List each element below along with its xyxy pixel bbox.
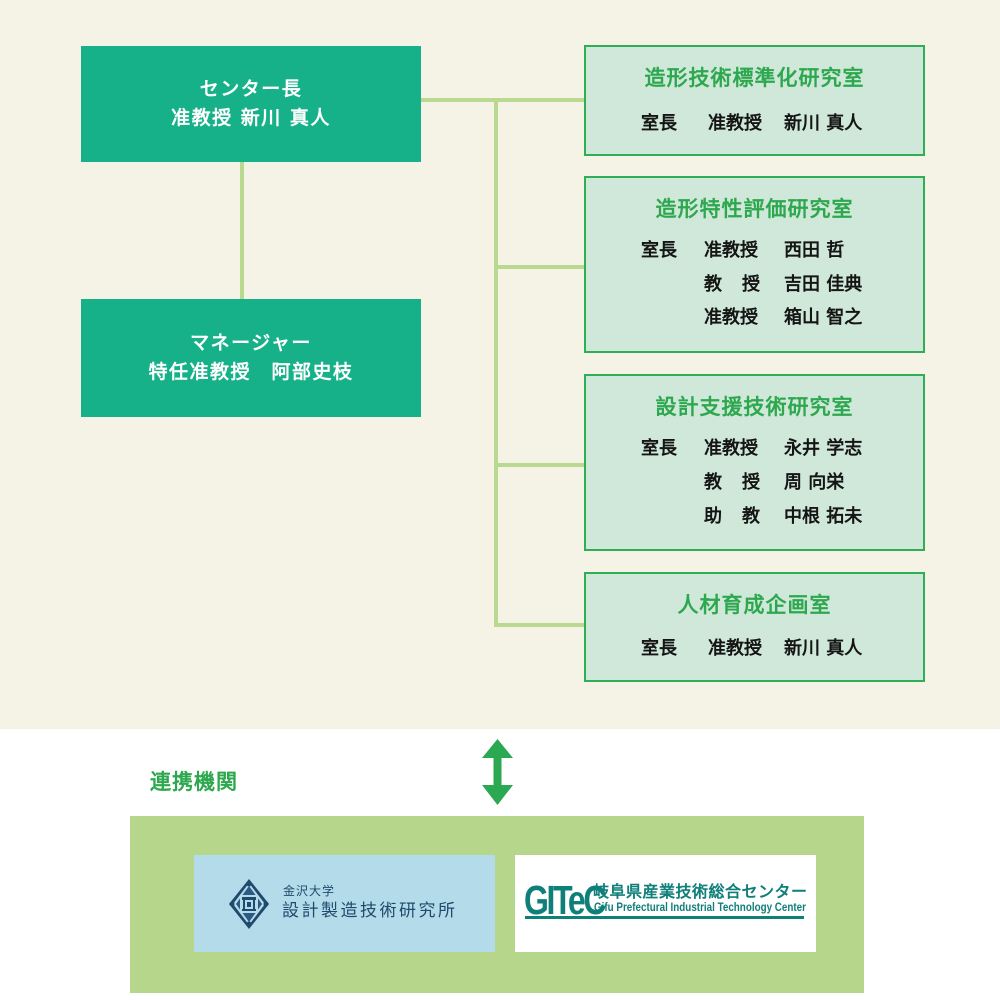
member-name: 周 向栄 [784, 472, 845, 493]
director-box: センター長 准教授 新川 真人 [81, 46, 421, 162]
gitec-logo[interactable]: GITeC 岐阜県産業技術総合センター Gifu Prefectural Ind… [515, 855, 816, 952]
member-rank: 准教授 [704, 438, 758, 459]
kanazawa-university-emblem-icon [229, 879, 269, 929]
manager-role: マネージャー [190, 332, 312, 354]
connector-lab-2 [494, 265, 584, 269]
member-rank: 准教授 [708, 113, 762, 134]
lab-box-shaping-evaluation: 造形特性評価研究室 室長 准教授 西田 哲 教授 吉田 佳典 准教授 箱山 智之 [584, 176, 925, 353]
member-name: 吉田 佳典 [784, 274, 863, 295]
lab-title: 造形特性評価研究室 [655, 197, 854, 221]
gitec-wordmark: GITeC [524, 877, 606, 923]
kanazawa-university-logo[interactable]: 金沢大学 設計製造技術研究所 [194, 855, 495, 952]
chief-label: 室長 [641, 438, 677, 459]
lab-title: 設計支援技術研究室 [655, 395, 854, 419]
member-name: 新川 真人 [784, 113, 863, 134]
organization-chart: センター長 准教授 新川 真人 マネージャー 特任准教授 阿部史枝 造形技術標準… [0, 0, 1000, 729]
chief-label: 室長 [641, 240, 677, 261]
connector-lab-4 [494, 623, 584, 627]
member-rank: 准教授 [704, 240, 758, 261]
director-role: センター長 [199, 78, 303, 100]
lab-box-shaping-standardization: 造形技術標準化研究室 室長 准教授 新川 真人 [584, 45, 925, 156]
member-name: 中根 拓未 [784, 506, 863, 527]
partner-section-title: 連携機関 [150, 770, 238, 794]
lab-box-design-support: 設計支援技術研究室 室長 准教授 永井 学志 教授 周 向栄 助教 中根 拓未 [584, 374, 925, 551]
member-rank: 教授 [704, 274, 780, 295]
lab-title: 人材育成企画室 [677, 593, 832, 617]
connector-lab-3 [494, 463, 584, 467]
manager-box: マネージャー 特任准教授 阿部史枝 [81, 299, 421, 417]
member-name: 永井 学志 [784, 438, 863, 459]
chief-label: 室長 [641, 638, 677, 659]
member-name: 箱山 智之 [784, 307, 863, 328]
gitec-name-en: Gifu Prefectural Industrial Technology C… [594, 900, 806, 914]
member-rank: 准教授 [708, 638, 762, 659]
connector-vertical-trunk [494, 98, 498, 627]
arrow-down-head [482, 785, 513, 805]
kanazawa-institute-name: 設計製造技術研究所 [282, 901, 458, 921]
lab-title: 造形技術標準化研究室 [644, 66, 865, 90]
gitec-underline [525, 916, 804, 919]
member-rank: 助教 [704, 506, 780, 527]
member-name: 新川 真人 [784, 638, 863, 659]
kanazawa-university-name: 金沢大学 [283, 884, 336, 898]
connector-director-trunk [421, 98, 584, 102]
gitec-name-jp: 岐阜県産業技術総合センター [593, 882, 808, 901]
partner-panel: 金沢大学 設計製造技術研究所 GITeC 岐阜県産業技術総合センター Gifu … [130, 816, 864, 993]
manager-person: 特任准教授 阿部史枝 [148, 361, 354, 383]
member-rank: 教授 [704, 472, 780, 493]
connector-director-manager [240, 162, 244, 299]
double-arrow-icon [482, 739, 513, 805]
member-name: 西田 哲 [784, 240, 845, 261]
chief-label: 室長 [641, 113, 677, 134]
arrow-up-head [482, 739, 513, 758]
member-rank: 准教授 [704, 307, 758, 328]
lab-box-human-resources-planning: 人材育成企画室 室長 准教授 新川 真人 [584, 572, 925, 682]
arrow-shaft [493, 757, 502, 787]
director-person: 准教授 新川 真人 [171, 107, 331, 129]
